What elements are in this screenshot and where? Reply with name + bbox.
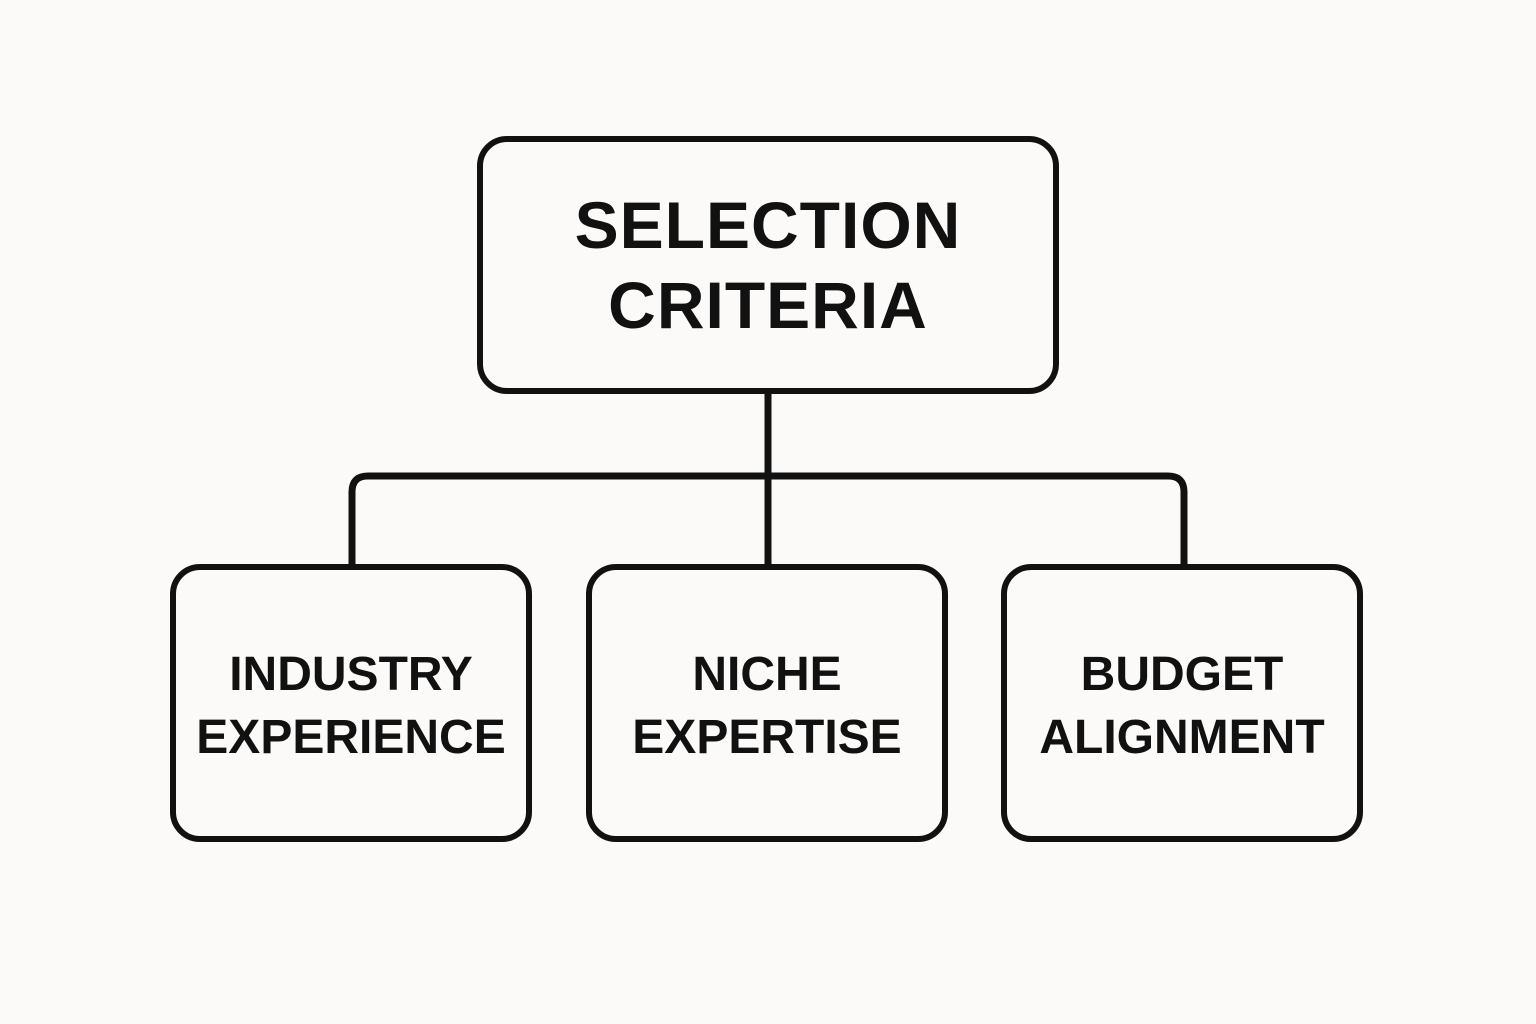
child-node-niche-expertise: NICHE EXPERTISE xyxy=(586,564,948,842)
root-title-line-1: SELECTION xyxy=(574,188,962,262)
branch-connector xyxy=(348,472,1188,566)
child-node-industry-experience: INDUSTRY EXPERIENCE xyxy=(170,564,532,842)
child-1-label-line-1: INDUSTRY xyxy=(229,648,473,701)
child-2-label-line-1: NICHE xyxy=(692,648,842,701)
child-3-label-line-2: ALIGNMENT xyxy=(1039,711,1325,764)
child-2-label-line-2: EXPERTISE xyxy=(632,711,902,764)
child-3-label-line-1: BUDGET xyxy=(1080,648,1284,701)
root-title-line-2: CRITERIA xyxy=(608,268,928,342)
child-1-label-line-2: EXPERIENCE xyxy=(196,711,506,764)
child-node-budget-alignment: BUDGET ALIGNMENT xyxy=(1001,564,1363,842)
root-node-selection-criteria: SELECTION CRITERIA xyxy=(477,136,1059,394)
